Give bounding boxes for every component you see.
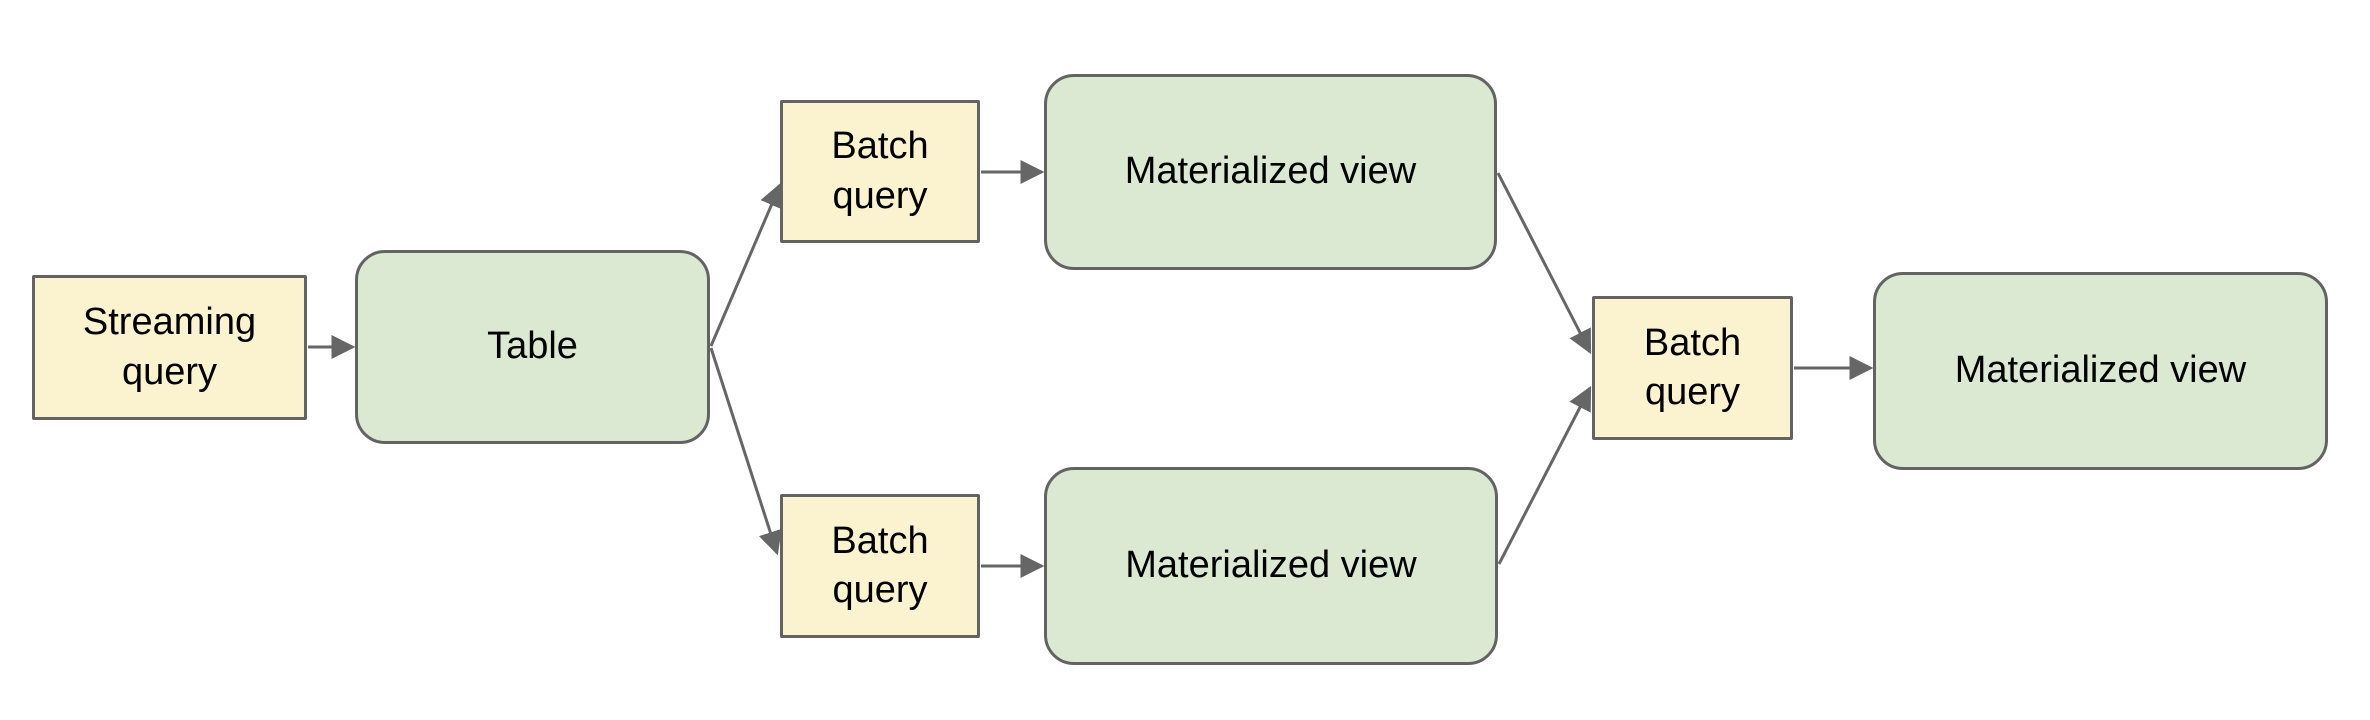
node-label: Materialized view [1125,544,1417,587]
edge-table-to-batch-query-bottom [709,347,782,556]
node-streaming-query: Streaming query [32,275,307,420]
node-materialized-view-final: Materialized view [1873,272,2328,470]
node-label: Batch query [831,519,929,611]
node-label: Streaming query [82,301,257,393]
node-materialized-view-bottom: Materialized view [1044,467,1498,665]
edge-mv-bottom-to-batch-query-right [1497,385,1592,565]
node-label: Batch query [831,125,929,217]
edge-table-to-batch-query-top [709,182,783,347]
node-table: Table [355,250,710,444]
node-label: Batch query [1643,321,1742,413]
node-batch-query-top: Batch query [780,100,980,243]
node-label: Materialized view [1124,150,1417,193]
node-label: Table [487,325,578,368]
node-label: Materialized view [1954,349,2247,392]
node-materialized-view-top: Materialized view [1044,74,1497,270]
node-batch-query-right: Batch query [1592,296,1793,440]
node-batch-query-bottom: Batch query [780,494,980,638]
edge-mv-top-to-batch-query-right [1496,172,1592,355]
